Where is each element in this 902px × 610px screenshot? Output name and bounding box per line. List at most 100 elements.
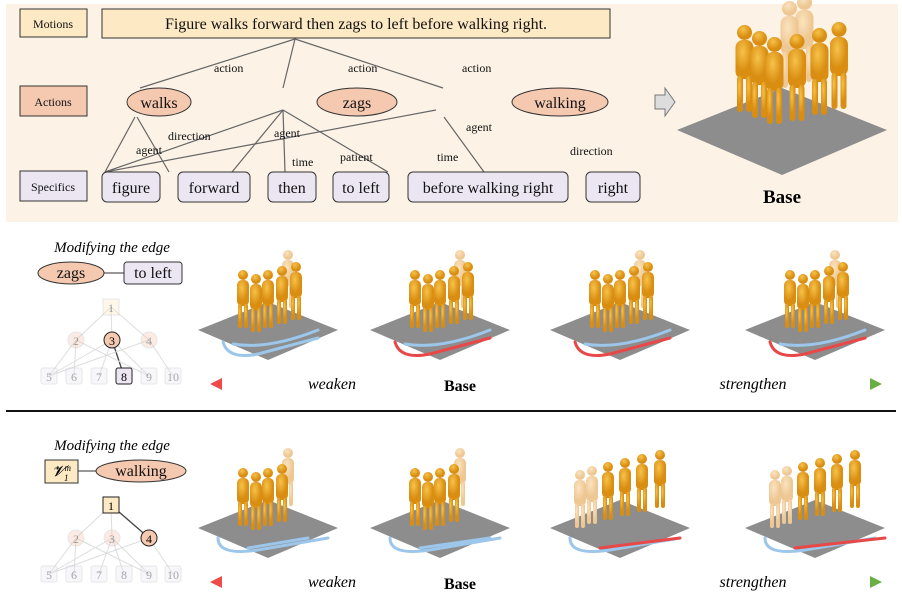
human-figure [290,262,302,320]
tree-node: 9 [140,367,158,385]
specific-label: to left [342,180,380,197]
tree-node: 1 [102,298,120,316]
edge-label-time: time [437,150,458,164]
human-figure [628,266,640,324]
human-figure [823,266,835,324]
motion-scene [677,0,887,175]
trajectory-arrow [393,336,492,357]
row-caption: Modifying the edge [53,438,170,454]
edge-label-action: action [348,61,377,75]
edge-label-action: action [214,61,243,75]
action-nodes: walks zags walking [126,87,609,117]
svg-text:10: 10 [167,370,179,384]
trajectory-arrow [583,328,672,347]
edge-label-agent: agent [136,143,163,157]
edge-to-label: to left [134,265,172,282]
human-figure [262,468,274,526]
edge-label-direction: direction [168,129,211,143]
human-figure [814,458,826,516]
human-figure [422,274,434,332]
ground-plane [677,88,887,175]
human-figure [462,262,474,320]
trajectory-arrow [568,536,682,553]
motion-scene [550,450,690,558]
tree-node: 9 [140,565,158,583]
human-figure [781,466,793,524]
human-figure [409,468,421,526]
weaken-arrowhead-icon [210,576,222,588]
svg-text:1: 1 [108,499,114,513]
tree-node: 3 [103,529,121,547]
base-caption: Base [763,187,801,208]
svg-text:6: 6 [71,370,77,384]
specifics-label: Specifics [31,180,75,194]
trajectory-arrow [778,328,867,347]
motions-label-box [19,8,88,38]
human-figure [636,454,648,512]
tree-node: 2 [67,529,85,547]
edge-to-label: walking [115,463,167,480]
trajectory-arrow [221,336,320,357]
human-figure [602,274,614,332]
motion-scene [198,250,338,360]
human-figure [250,472,262,530]
edge-label-agent: agent [466,120,493,134]
base-label: Base [444,378,476,395]
svg-text:4: 4 [146,532,152,546]
base-label: Base [444,576,476,593]
trajectory-arrow [768,336,867,357]
svg-text:7: 7 [96,568,102,582]
tree-node: 7 [90,367,108,385]
human-figure [250,274,262,332]
motion-node-v1m [44,459,79,484]
tree-node: 1 [102,496,120,514]
human-figure [589,270,601,328]
ground-plane [550,302,690,360]
human-figure [750,31,769,118]
edge-label-direction: direction [570,144,613,158]
human-figure [837,262,849,320]
svg-text:3: 3 [109,334,115,348]
ground-plane [370,302,510,360]
tree-node: 6 [65,367,83,385]
svg-text:2: 2 [73,532,79,546]
tree-node: 3 [103,331,121,349]
trajectory-arrow [403,328,492,347]
svg-text:1: 1 [108,301,114,315]
human-figure [809,270,821,328]
svg-text:6: 6 [71,568,77,582]
human-figure [765,37,784,124]
specific-node [585,171,641,203]
human-figure [574,470,586,528]
action-label: walking [534,95,586,112]
svg-text:10: 10 [167,568,179,582]
motion-scene [370,448,510,558]
specific-node [407,171,569,203]
svg-text:4: 4 [146,334,152,348]
strengthen-label: strengthen [720,574,787,591]
ground-plane [198,302,338,360]
human-figure [797,274,809,332]
human-figure [276,266,288,324]
svg-text:9: 9 [146,370,152,384]
human-figure [831,454,843,512]
actions-label: Actions [34,95,72,109]
action-node-walking [95,459,187,483]
human-figure [830,22,848,109]
trajectory-arrow [763,536,877,553]
human-figure [797,462,809,520]
human-figure [409,270,421,328]
action-node-zags [316,87,398,117]
motion-scene [370,250,510,360]
trajectory-arrow [793,536,887,550]
human-figure [602,462,614,520]
svg-text:5: 5 [46,370,52,384]
graph-edges [104,38,485,173]
human-figure [422,472,434,530]
action-node-walking [511,87,609,117]
weaken-label: weaken [308,574,356,591]
